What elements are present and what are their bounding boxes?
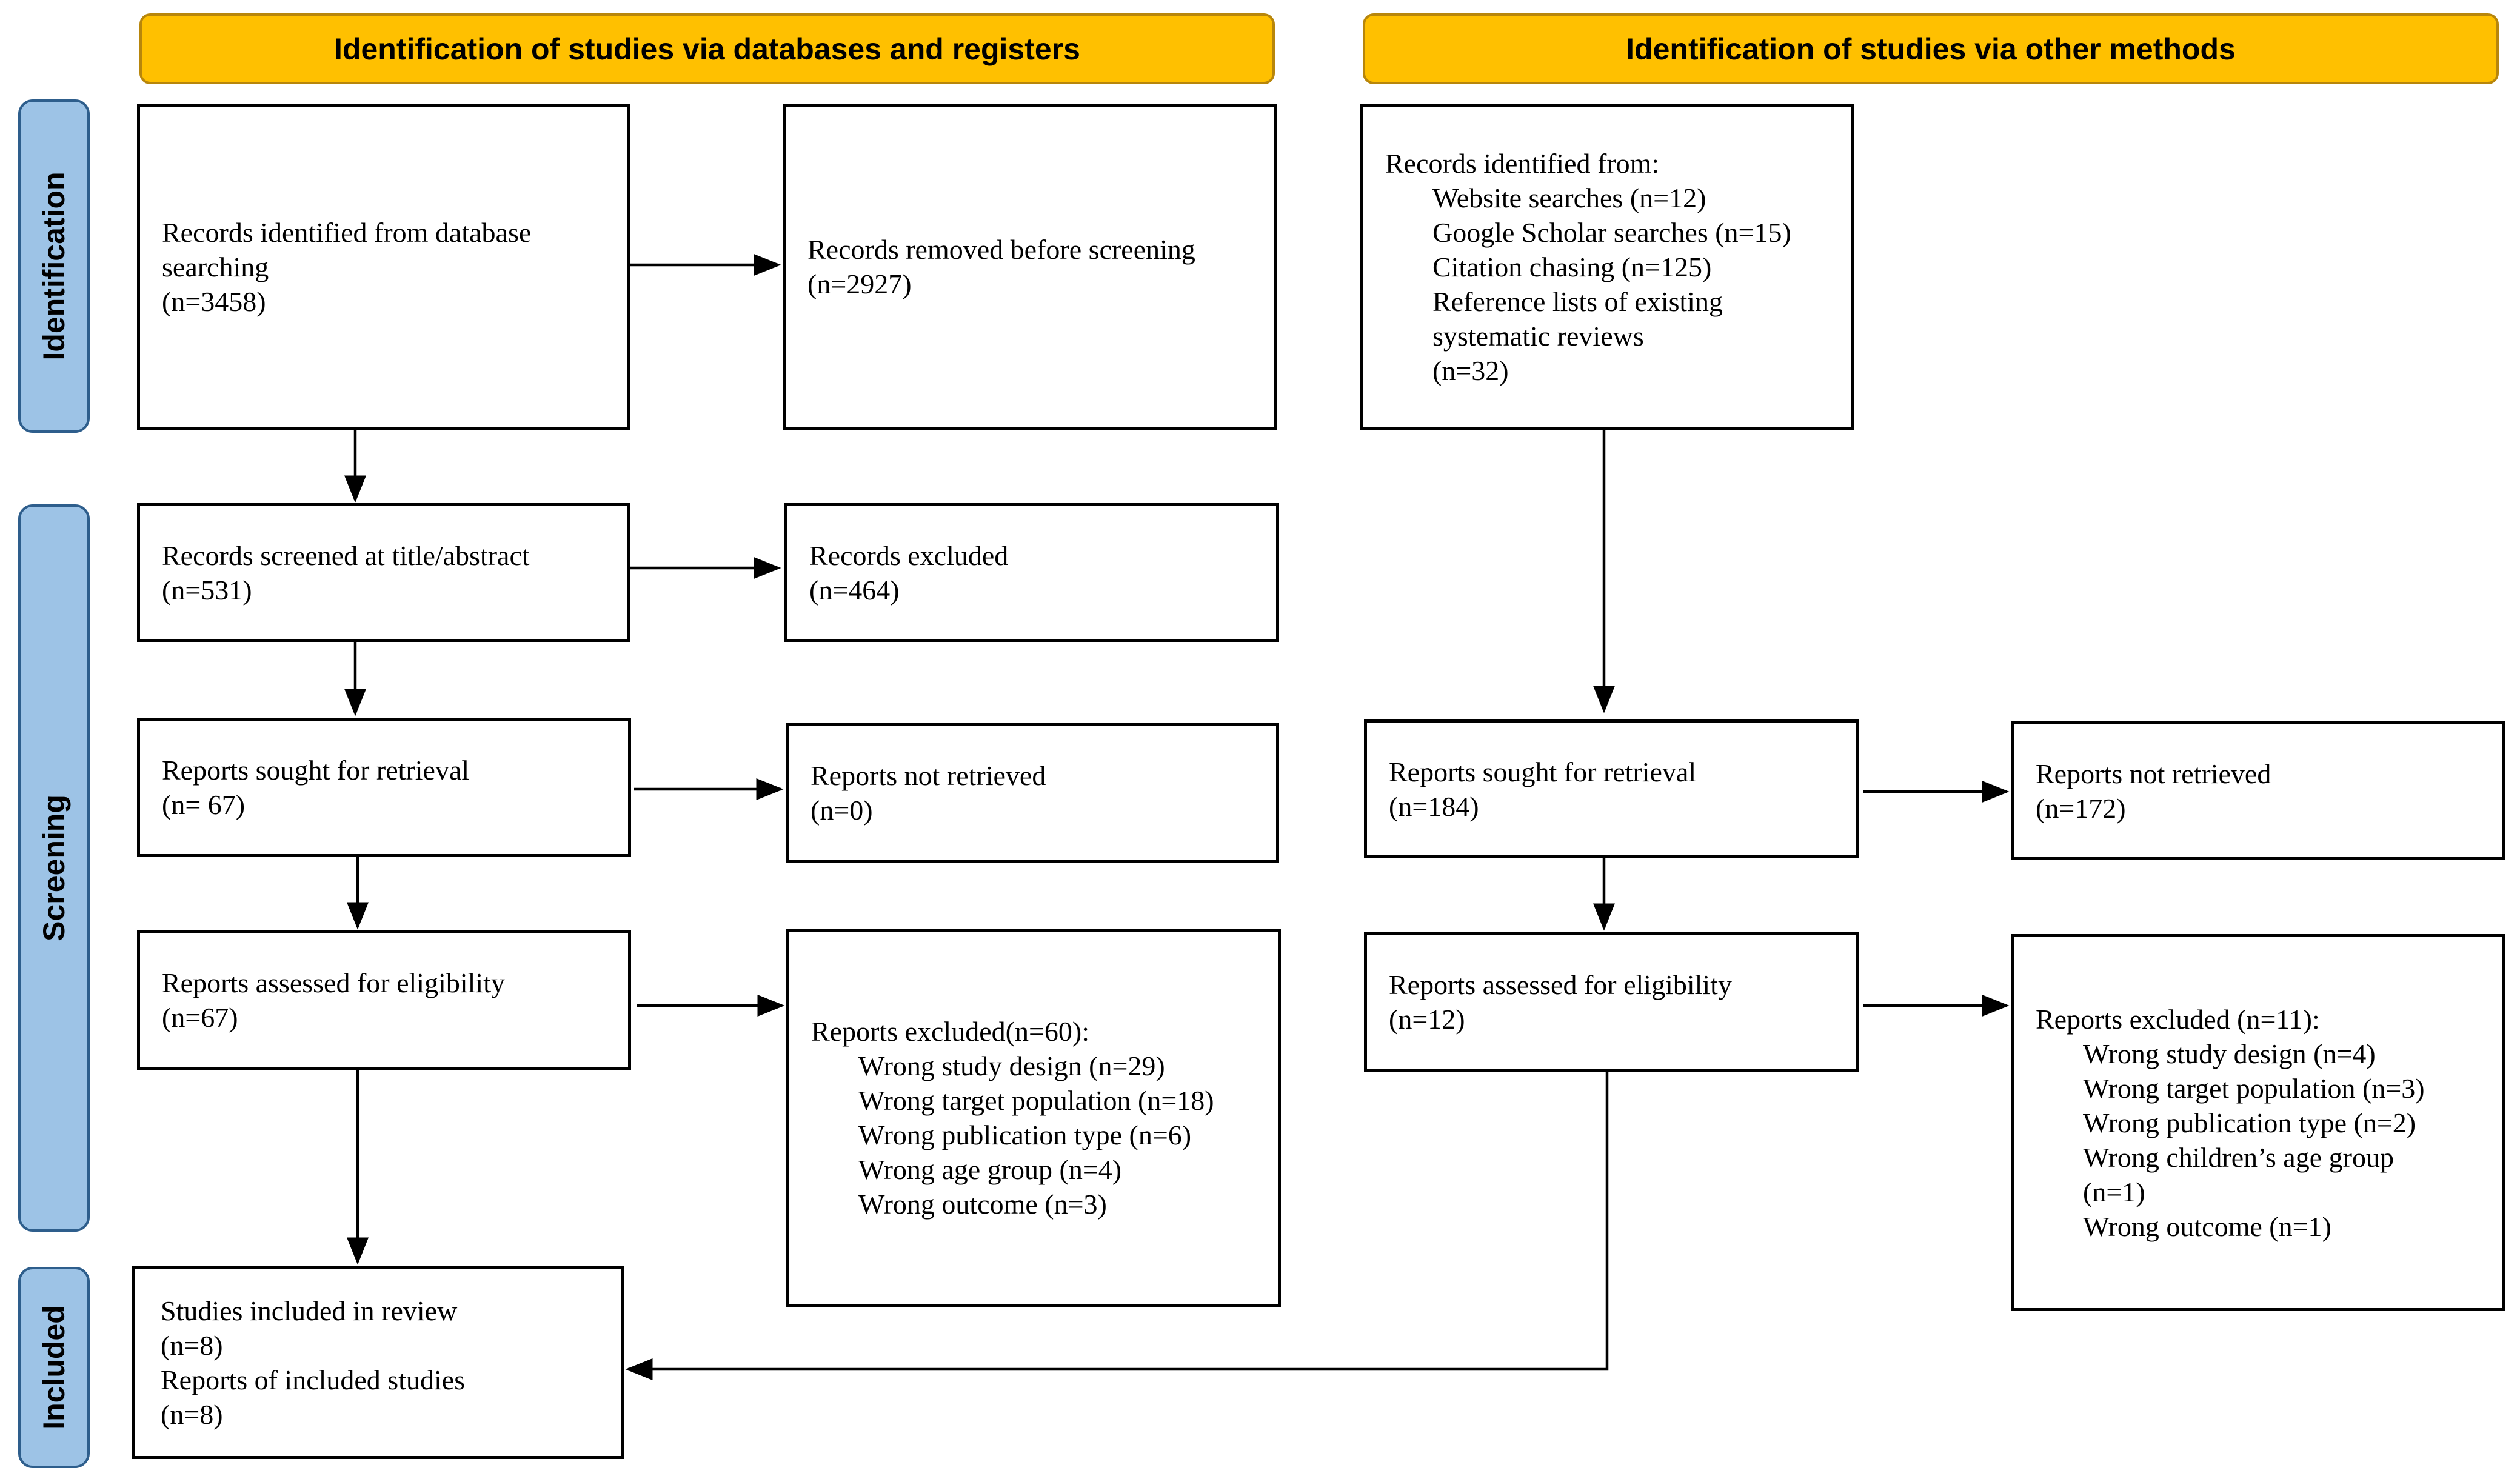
box-records-screened: Records screened at title/abstract (n=53… [137,503,630,642]
box-reports-assessed: Reports assessed for eligibility (n=67) [137,930,631,1070]
text-line: Reports sought for retrieval [162,755,470,786]
source-item: Reference lists of existing [1432,285,1723,317]
box-other-reports-excluded: Reports excluded (n=11): Wrong study des… [2011,934,2505,1311]
exclusion-reason: Wrong target population (n=18) [858,1085,1214,1116]
stage-included: Included [18,1267,90,1468]
header-other-methods: Identification of studies via other meth… [1363,13,2499,84]
text-line: Reports excluded (n=11): [2036,1003,2320,1035]
text-line: Records identified from database [162,216,532,248]
text-line: (n=0) [810,795,873,826]
text-line: Studies included in review [161,1295,458,1326]
stage-screening: Screening [18,504,90,1232]
text-line: (n=531) [162,574,252,606]
text-line: (n=464) [809,574,900,606]
text-line: Records removed before screening [807,234,1195,265]
text-line: Reports excluded(n=60): [811,1016,1089,1047]
box-other-reports-assessed: Reports assessed for eligibility (n=12) [1364,932,1859,1072]
exclusion-reason: Wrong study design (n=4) [2083,1038,2376,1069]
text-line: Reports of included studies [161,1364,466,1395]
exclusion-reason: Wrong outcome (n=3) [858,1189,1107,1220]
box-other-reports-sought: Reports sought for retrieval (n=184) [1364,719,1859,858]
box-other-records-identified: Records identified from: Website searche… [1360,104,1854,430]
source-item: Website searches (n=12) [1432,182,1706,213]
text-line: Reports not retrieved [810,760,1046,791]
text-line: Records identified from: [1385,147,1660,179]
stage-included-label: Included [37,1305,71,1430]
box-reports-not-retrieved: Reports not retrieved (n=0) [786,723,1279,863]
text-line: (n=12) [1389,1004,1465,1035]
source-item: systematic reviews [1432,320,1644,352]
exclusion-reason: Wrong target population (n=3) [2083,1072,2425,1104]
text-line: Records screened at title/abstract [162,539,530,571]
exclusion-reason: Wrong study design (n=29) [858,1050,1165,1081]
box-records-identified: Records identified from database searchi… [137,104,630,430]
box-other-reports-not-retrieved: Reports not retrieved (n=172) [2011,721,2505,860]
stage-identification-label: Identification [37,172,71,361]
text-line: (n=8) [161,1399,223,1430]
source-item: Citation chasing (n=125) [1432,251,1712,282]
text-line: (n=172) [2036,792,2126,824]
box-reports-sought: Reports sought for retrieval (n= 67) [137,718,631,857]
text-line: searching [162,251,269,282]
text-line: (n=184) [1389,790,1479,822]
text-line: Reports assessed for eligibility [162,967,505,998]
text-line: (n=3458) [162,285,266,317]
exclusion-reason: Wrong publication type (n=6) [858,1120,1192,1150]
text-line: Reports assessed for eligibility [1389,969,1732,1000]
source-item: (n=32) [1432,355,1509,386]
source-item: Google Scholar searches (n=15) [1432,216,1791,248]
text-line: (n= 67) [162,789,246,820]
exclusion-reason: Wrong outcome (n=1) [2083,1210,2331,1242]
box-records-excluded: Records excluded (n=464) [784,503,1279,642]
box-studies-included: Studies included in review (n=8) Reports… [132,1266,624,1459]
exclusion-reason: (n=1) [2083,1176,2145,1207]
text-line: Reports not retrieved [2036,758,2271,789]
exclusion-reason: Wrong publication type (n=2) [2083,1107,2416,1138]
text-line: (n=67) [162,1002,238,1033]
box-reports-excluded: Reports excluded(n=60): Wrong study desi… [786,929,1281,1307]
header-databases: Identification of studies via databases … [139,13,1275,84]
box-records-removed: Records removed before screening (n=2927… [783,104,1277,430]
stage-identification: Identification [18,99,90,433]
stage-screening-label: Screening [37,795,71,941]
text-line: Records excluded [809,539,1009,571]
text-line: (n=8) [161,1330,223,1361]
text-line: (n=2927) [807,269,912,299]
arrow-other-assessed-to-included [625,1072,1609,1380]
exclusion-reason: Wrong children’s age group [2083,1141,2394,1173]
exclusion-reason: Wrong age group (n=4) [858,1154,1122,1185]
text-line: Reports sought for retrieval [1389,756,1697,787]
